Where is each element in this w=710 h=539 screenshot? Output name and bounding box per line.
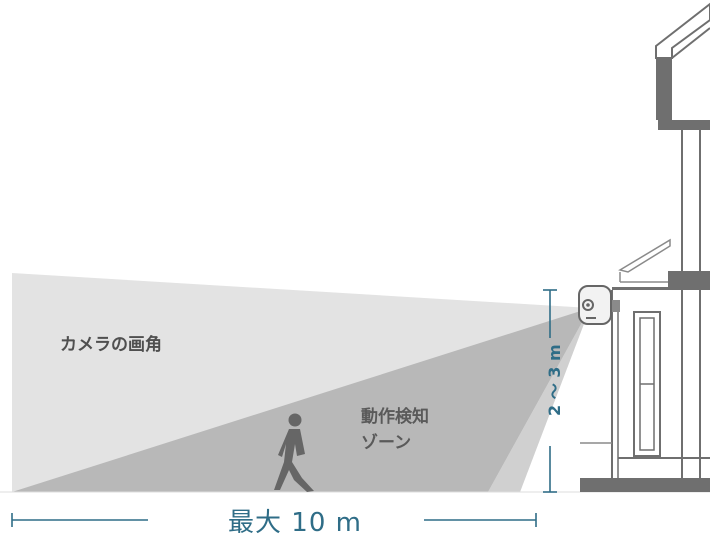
motion-zone-label-line2: ゾーン [361, 433, 412, 453]
house-icon [580, 2, 710, 492]
max-distance-label: 最大 10 m [228, 508, 362, 538]
height-dimension-line [543, 289, 557, 493]
walking-person-icon [274, 413, 314, 492]
field-of-view-label: カメラの画角 [60, 335, 162, 355]
fov-near-ground [488, 308, 590, 492]
motion-detection-zone [12, 308, 590, 492]
distance-dimension-line [11, 513, 537, 527]
security-camera-icon [578, 285, 620, 325]
mount-height-label: 2 〜 3 m [545, 344, 564, 416]
motion-zone-label-line1: 動作検知 [361, 407, 429, 427]
